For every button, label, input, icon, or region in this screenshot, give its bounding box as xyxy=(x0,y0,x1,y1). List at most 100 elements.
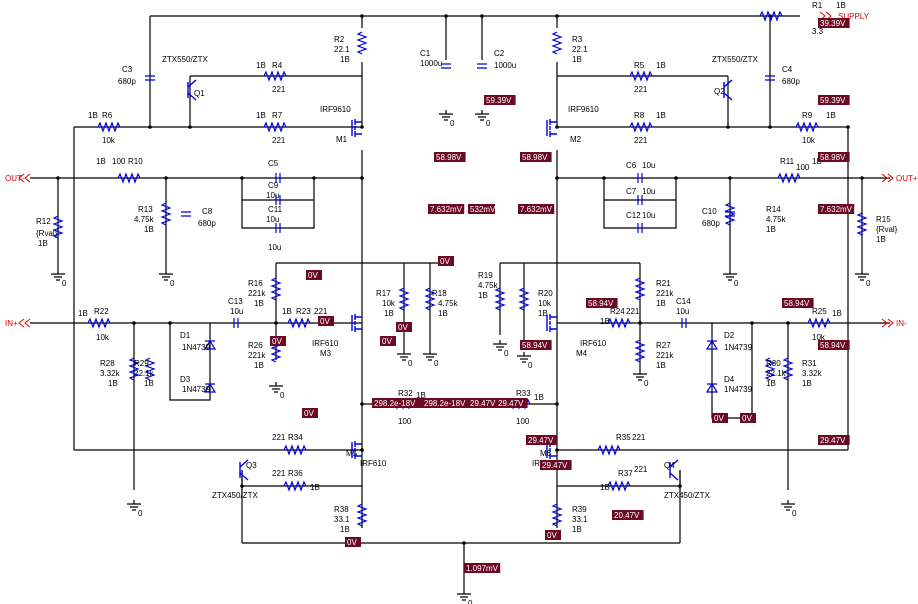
resistor-ref-r6: R6 xyxy=(102,111,113,120)
diode-model-d3: 1N4739 xyxy=(182,385,211,394)
resistor-value-r7: 221 xyxy=(272,136,286,145)
out-plus-arrow-icon xyxy=(881,173,894,183)
resistor-r29 xyxy=(144,357,156,381)
ground-symbol xyxy=(439,110,453,121)
resistor-tol-r25: 1B xyxy=(832,309,842,318)
resistor-tol-r20: 1B xyxy=(538,309,548,318)
transistor-ref-q4: Q4 xyxy=(664,461,675,470)
port-out-plus: OUT+ xyxy=(896,174,918,183)
transistor-ref-m6: M6 xyxy=(540,449,552,458)
resistor-value-r17: 10k xyxy=(382,299,396,308)
junction-dot xyxy=(846,125,850,129)
resistor-r24 xyxy=(607,317,631,329)
transistor-m1 xyxy=(351,119,362,137)
resistor-tol-r27: 1B xyxy=(656,361,666,370)
voltage-readout: 532mV xyxy=(470,205,496,214)
junction-dot xyxy=(164,176,168,180)
resistor-ref-r31: R31 xyxy=(802,359,817,368)
ground-symbol xyxy=(159,270,173,281)
voltage-box xyxy=(434,152,466,162)
resistor-r36 xyxy=(283,480,307,492)
resistor-tol-r22: 1B xyxy=(78,309,88,318)
voltage-readout: 29.47V xyxy=(542,461,568,470)
voltage-box xyxy=(712,413,728,423)
resistor-value-r27: 221k xyxy=(656,351,674,360)
resistor-value-r32: 100 xyxy=(398,417,412,426)
resistor-ref-r10: R10 xyxy=(128,157,143,166)
ground-symbol xyxy=(423,350,437,361)
transistor-ref-m5: M5 xyxy=(346,449,358,458)
resistor-value-r12: {Rval} xyxy=(36,229,58,238)
diode-ref-d3: D3 xyxy=(180,375,191,384)
voltage-box xyxy=(496,398,528,408)
junction-dot xyxy=(728,176,732,180)
ground-label: 0 xyxy=(734,279,739,288)
resistor-tol-r14: 1B xyxy=(766,225,776,234)
zener-diode-d1 xyxy=(203,339,217,350)
capacitor-value-c1: 1000u xyxy=(420,59,442,68)
capacitor-ref-c4: C4 xyxy=(782,65,793,74)
junction-dot xyxy=(726,125,730,129)
ground-symbol xyxy=(397,350,411,361)
voltage-readout: 298.2e-18V xyxy=(424,399,466,408)
resistor-ref-r25: R25 xyxy=(812,307,827,316)
resistor-ref-r21: R21 xyxy=(656,279,671,288)
zener-diode-d4 xyxy=(705,382,719,393)
junction-dot xyxy=(555,448,559,452)
transistor-q4 xyxy=(669,459,679,481)
ground-symbol xyxy=(127,500,141,511)
voltage-box xyxy=(520,152,552,162)
resistor-r7 xyxy=(263,121,287,133)
voltage-box xyxy=(818,95,850,105)
capacitor-c14 xyxy=(681,318,687,328)
resistor-value-r9: 10k xyxy=(802,136,816,145)
resistor-ref-r29: R29 xyxy=(134,359,149,368)
capacitor-value-c5: 10u xyxy=(268,243,281,252)
transistor-model-q1: ZTX550/ZTX xyxy=(162,55,208,64)
voltage-readout: 29.47V xyxy=(498,399,524,408)
resistor-value-r37: 221 xyxy=(634,465,648,474)
resistor-value-r6: 10k xyxy=(102,136,116,145)
resistor-ref-r7: R7 xyxy=(272,111,283,120)
ground-symbol xyxy=(457,590,471,601)
resistor-ref-r2: R2 xyxy=(334,35,345,44)
resistor-value-r1: 3.3 xyxy=(812,27,824,36)
resistor-value-r2: 22.1 xyxy=(334,45,350,54)
junction-dot xyxy=(56,176,60,180)
voltage-box xyxy=(818,435,850,445)
resistor-ref-r26: R26 xyxy=(248,341,263,350)
capacitor-c2 xyxy=(477,63,487,69)
ground-label: 0 xyxy=(792,509,797,518)
capacitor-value-c12: 10u xyxy=(642,211,655,220)
transistor-model-q4: ZTX450/ZTX xyxy=(664,491,710,500)
voltage-readout: 7.632mV xyxy=(430,205,463,214)
port-in-minus: IN- xyxy=(896,319,907,328)
ground-label: 0 xyxy=(408,359,413,368)
resistor-ref-r13: R13 xyxy=(138,205,153,214)
capacitor-c12 xyxy=(637,223,643,233)
resistor-ref-r19: R19 xyxy=(478,271,493,280)
capacitor-value-c10: 680p xyxy=(702,219,720,228)
resistor-value-r19: 4.75k xyxy=(478,281,499,290)
resistor-ref-r22: R22 xyxy=(94,307,109,316)
resistor-r3 xyxy=(551,31,563,55)
resistor-tol-r10: 1B xyxy=(96,157,106,166)
junction-dot xyxy=(555,14,559,18)
voltage-box xyxy=(428,204,465,214)
voltage-readout: 0V xyxy=(547,531,557,540)
junction-dot xyxy=(360,176,364,180)
resistor-tol-r8: 1B xyxy=(656,111,666,120)
resistor-value-r3: 22.1 xyxy=(572,45,588,54)
resistor-value-r28: 3.32k xyxy=(100,369,121,378)
capacitor-c8 xyxy=(181,211,191,217)
resistor-tol-r13: 1B xyxy=(144,225,154,234)
transistor-ref-m3: M3 xyxy=(320,349,332,358)
resistor-r23 xyxy=(287,317,311,329)
junction-dot xyxy=(674,176,678,180)
resistor-value-r31: 3.32k xyxy=(802,369,823,378)
resistor-r2 xyxy=(356,31,368,55)
ground-symbol xyxy=(723,270,737,281)
voltage-readout: 58.98V xyxy=(522,153,548,162)
capacitor-value-c9: 10u xyxy=(266,191,279,200)
voltage-readout: 29.47V xyxy=(820,436,846,445)
